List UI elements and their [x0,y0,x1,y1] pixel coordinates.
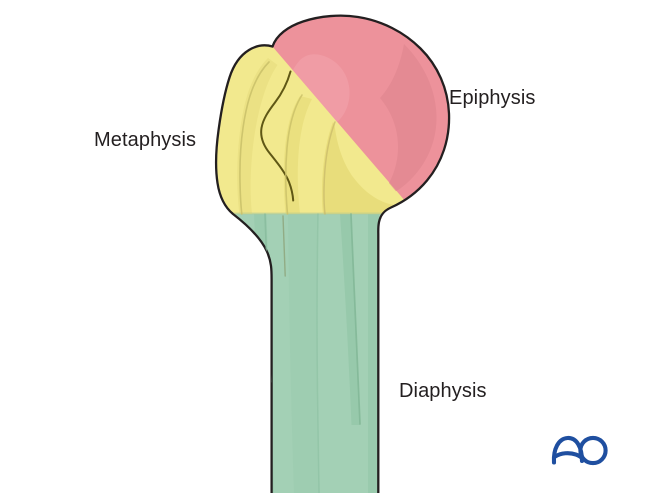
diaphysis-contour-mid [316,213,320,493]
label-diaphysis: Diaphysis [399,380,487,402]
metaphysis-diaphysis-seam [216,212,450,215]
diaphysis-contour-far-left [282,215,286,277]
ao-logo-letter-o [578,435,608,466]
metaphysis-contour-inner [285,94,303,215]
label-metaphysis: Metaphysis [94,129,197,151]
metaphysis-contour-right [323,121,336,215]
diaphysis-shade-far-right [368,214,379,493]
ao-logo [551,435,608,466]
ao-logo-letter-a-bar [553,451,585,461]
epiphysis-shade-b [377,44,437,200]
ao-logo-mark [551,435,608,466]
label-epiphysis: Epiphysis [449,87,536,109]
diaphysis-shade-right [340,214,360,425]
diaphysis-shade-mid [288,214,320,493]
tuberosity-groove-line [260,70,295,202]
bone-outline-left [214,44,274,493]
metaphysis-shade-right [321,122,394,214]
metaphysis-shade-left [237,58,278,214]
bone-outline [271,14,451,493]
region-diaphysis-fill [216,213,450,493]
metaphysis-contour-outer [239,61,270,215]
diaphysis-contour-right [350,213,361,425]
ao-logo-letter-a [551,435,585,465]
